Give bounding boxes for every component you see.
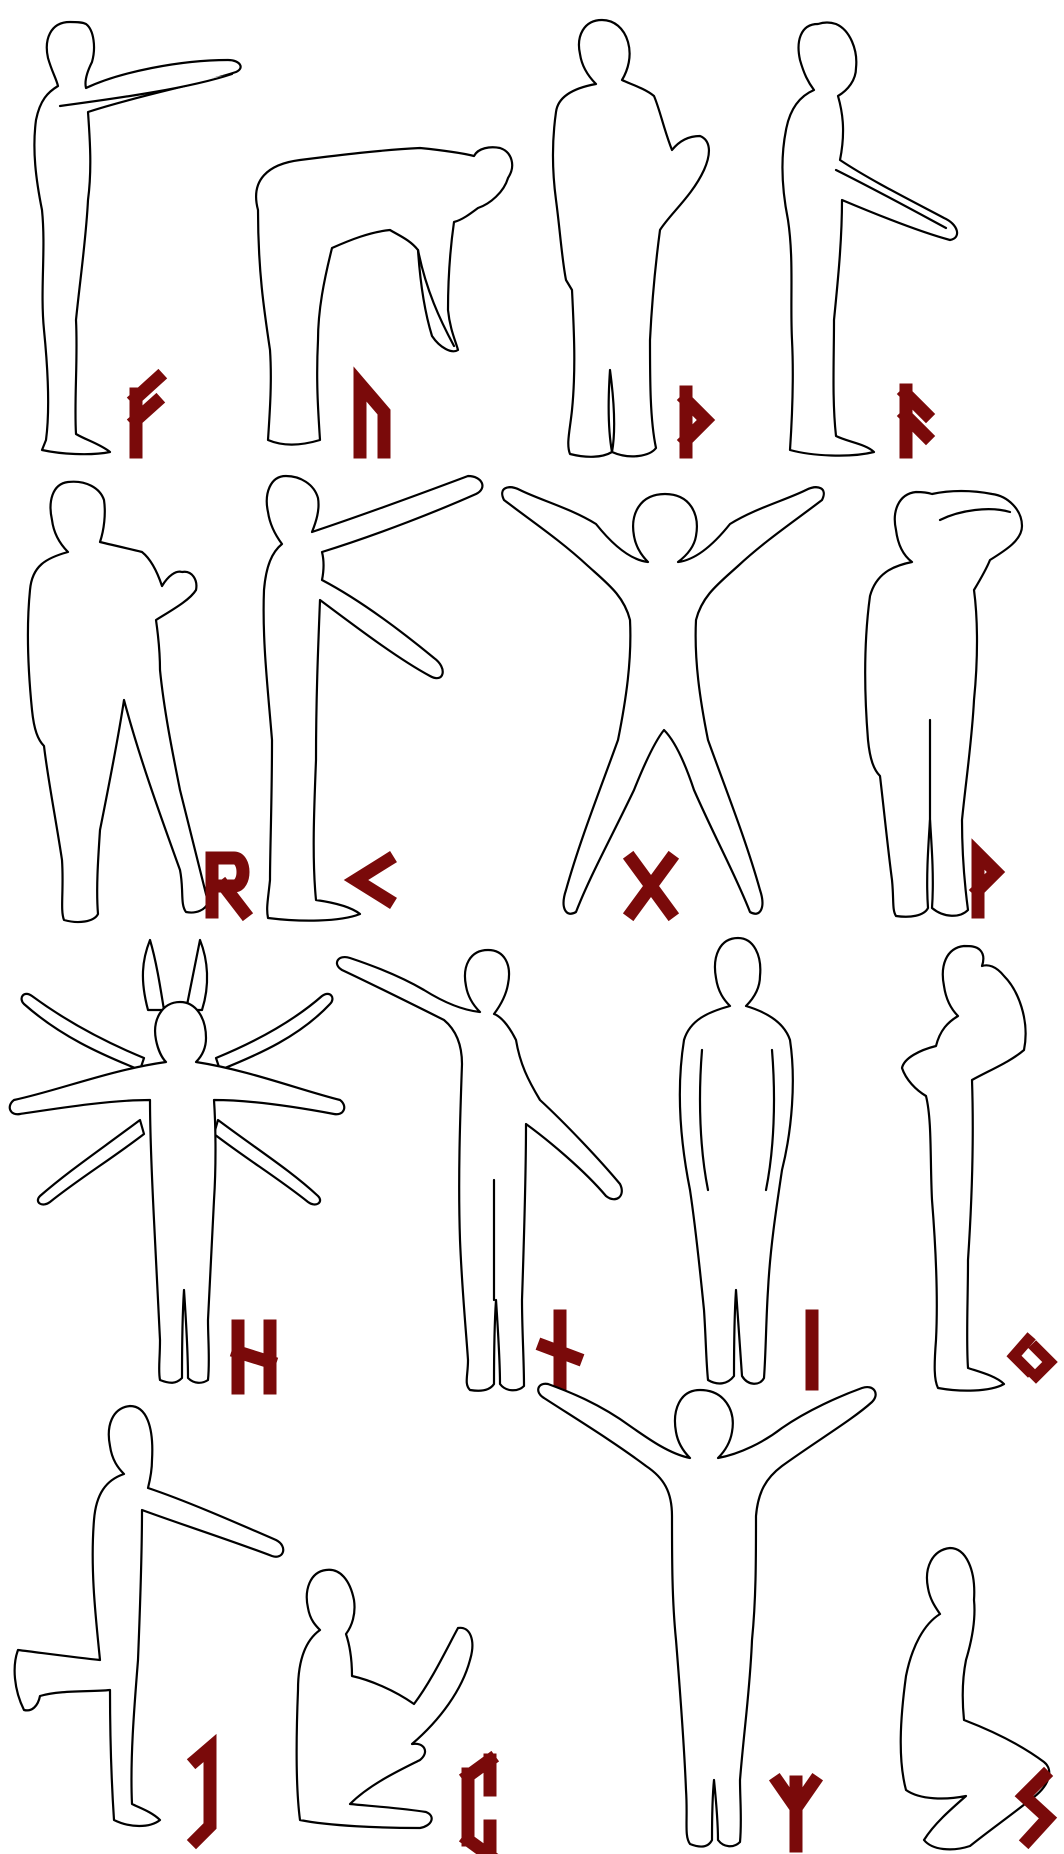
figure-arm-left-upper bbox=[22, 994, 144, 1070]
pose-isa bbox=[680, 938, 812, 1384]
pose-raidho bbox=[28, 482, 244, 922]
pose-kenaz bbox=[264, 476, 483, 921]
pose-jera bbox=[902, 946, 1050, 1391]
pose-perthro bbox=[297, 1570, 490, 1854]
pose-eihwaz bbox=[15, 1406, 284, 1840]
rune-jera-icon bbox=[1014, 1340, 1050, 1376]
figure-spread-eagle bbox=[502, 487, 824, 914]
rune-ansuz-icon bbox=[906, 390, 926, 452]
rune-perthro-icon bbox=[468, 1760, 490, 1854]
pose-gebo bbox=[502, 487, 824, 914]
rune-eihwaz-icon bbox=[196, 1748, 210, 1840]
figure-leg-back bbox=[15, 1406, 284, 1826]
pose-naudiz bbox=[337, 950, 622, 1391]
figure-arms-raised bbox=[538, 1384, 875, 1847]
figure-arms-wide bbox=[264, 476, 483, 921]
figure-arm-right-low bbox=[214, 1120, 320, 1204]
rune-kenaz-icon bbox=[356, 860, 388, 900]
figure-arms-diagonal bbox=[337, 950, 622, 1391]
rune-raidho-icon bbox=[212, 858, 244, 912]
rune-gebo-icon bbox=[632, 860, 670, 912]
figure-arms-folded bbox=[902, 946, 1026, 1391]
figure-arms-angled bbox=[782, 23, 957, 456]
pose-wunjo bbox=[865, 491, 1022, 917]
figure-arms-up-a bbox=[143, 940, 164, 1010]
pose-thurisaz bbox=[553, 20, 709, 457]
pose-algiz bbox=[538, 1384, 875, 1847]
figure-arms-up-b bbox=[186, 940, 207, 1010]
rune-algiz-icon bbox=[778, 1782, 814, 1846]
pose-uruz bbox=[256, 147, 512, 452]
pose-hagalaz bbox=[10, 940, 345, 1388]
rune-fehu-icon bbox=[136, 378, 158, 452]
pose-sowilo bbox=[901, 1548, 1050, 1849]
pose-ansuz bbox=[782, 23, 957, 456]
figure-standing-straight bbox=[680, 938, 793, 1384]
rune-naudiz-icon bbox=[544, 1316, 576, 1384]
figure-sitting bbox=[297, 1570, 473, 1828]
figure-arm-right-upper bbox=[216, 994, 332, 1070]
rune-wunjo-icon bbox=[978, 854, 996, 912]
rune-thurisaz-icon bbox=[686, 392, 706, 452]
rune-hagalaz-icon bbox=[238, 1326, 270, 1388]
figure-bent-forward bbox=[256, 147, 512, 444]
figure-hip-leg-out bbox=[28, 482, 208, 922]
figure-arm-left-low bbox=[38, 1120, 144, 1204]
figure-hand-on-head bbox=[865, 491, 1022, 917]
pose-fehu bbox=[34, 22, 240, 454]
rune-uruz-icon bbox=[360, 384, 384, 452]
